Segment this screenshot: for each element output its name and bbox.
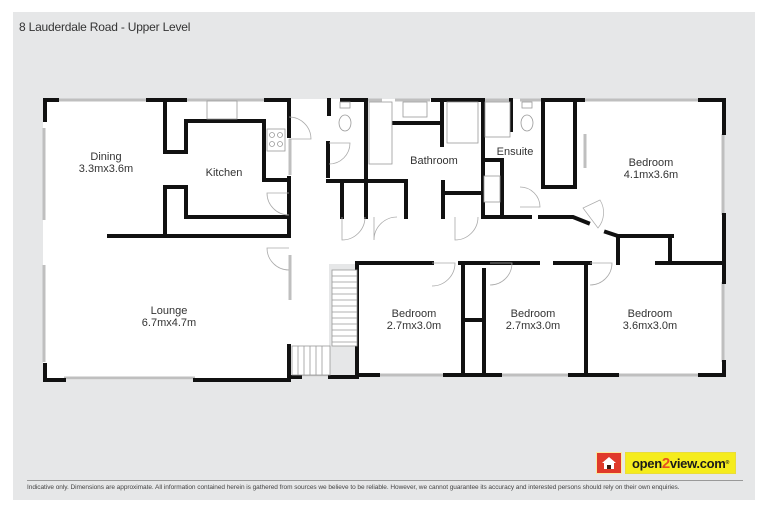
disclaimer-text: Indicative only. Dimensions are approxim… — [27, 484, 680, 491]
room-dims: 4.1mx3.6m — [623, 169, 679, 181]
walls — [43, 98, 726, 382]
fixtures — [206, 100, 534, 203]
room-label-lounge: Lounge 6.7mx4.7m — [142, 305, 196, 329]
ensuite-toilet — [520, 114, 534, 132]
room-dims: 3.3mx3.6m — [78, 163, 134, 175]
room-name: Ensuite — [496, 146, 534, 158]
room-dims: 3.6mx3.0m — [622, 320, 678, 332]
footer-divider — [27, 480, 743, 481]
logo-number: 2 — [661, 454, 670, 472]
cooktop — [266, 128, 286, 152]
door-swings — [266, 116, 613, 287]
room-label-bedroom-3: Bedroom 2.7mx3.0m — [506, 308, 560, 332]
room-name: Lounge — [150, 305, 188, 317]
room-dims: 2.7mx3.0m — [505, 320, 561, 332]
plan-title: 8 Lauderdale Road - Upper Level — [19, 20, 191, 34]
kitchen-sink — [206, 100, 238, 120]
room-name: Bedroom — [627, 308, 673, 320]
room-name: Bedroom — [510, 308, 556, 320]
toilet — [338, 114, 352, 132]
logo-suffix: view.com — [669, 455, 726, 471]
room-label-bedroom-2: Bedroom 2.7mx3.0m — [387, 308, 441, 332]
stairs — [291, 269, 358, 376]
room-dims: 2.7mx3.0m — [386, 320, 442, 332]
room-name: Bedroom — [391, 308, 437, 320]
ensuite-shower — [484, 101, 511, 138]
logo-prefix: open — [632, 455, 662, 471]
room-name: Bathroom — [410, 155, 458, 167]
room-label-bathroom: Bathroom — [410, 155, 458, 167]
room-label-ensuite: Ensuite — [497, 146, 534, 158]
room-label-kitchen: Kitchen — [206, 167, 243, 179]
registered-mark: ® — [725, 460, 730, 466]
room-label-dining: Dining 3.3mx3.6m — [79, 151, 133, 175]
room-label-bedroom-4: Bedroom 3.6mx3.0m — [623, 308, 677, 332]
room-name: Kitchen — [205, 167, 243, 179]
shower — [446, 101, 479, 144]
basin — [402, 101, 428, 118]
ensuite-basin — [483, 175, 501, 203]
house-icon — [596, 452, 622, 474]
bathtub — [368, 101, 393, 165]
room-name: Bedroom — [628, 157, 674, 169]
room-label-bedroom-main: Bedroom 4.1mx3.6m — [624, 157, 678, 181]
room-dims: 6.7mx4.7m — [141, 317, 197, 329]
room-name: Dining — [90, 151, 122, 163]
